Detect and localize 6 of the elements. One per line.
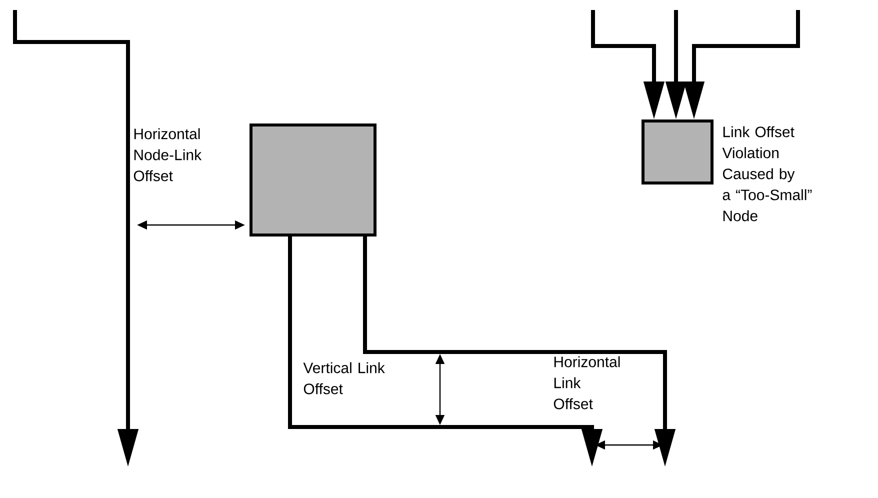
- annotation-text: Vertical Link Offset: [303, 362, 385, 394]
- node-box: [642, 120, 714, 184]
- annotation-text: Horizontal Link Offset: [554, 356, 620, 410]
- node-box: [250, 124, 376, 236]
- annotation-text: Horizontal Node-Link Offset: [134, 128, 202, 182]
- annotation-text: Link Offset Violation Caused by a “Too-Small” Node: [722, 126, 812, 222]
